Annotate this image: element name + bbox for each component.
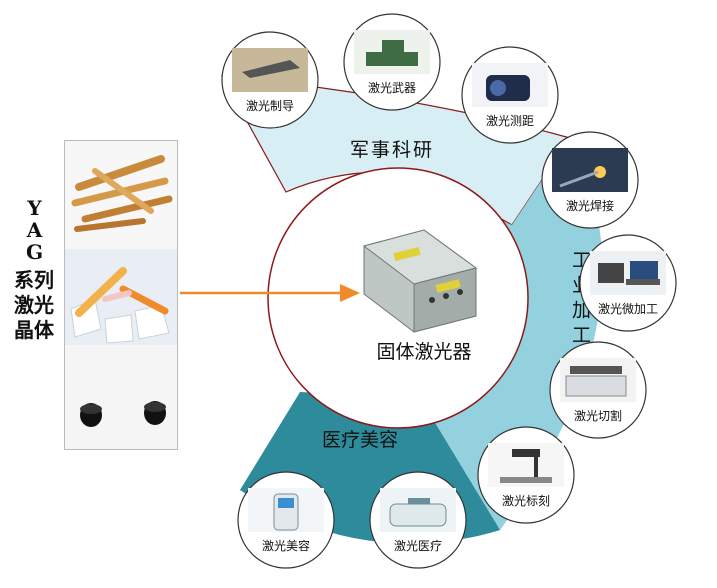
center-label: 固体激光器 [376,341,471,363]
beauty-laser-icon [237,471,335,569]
application-label: 激光美容 [262,538,310,553]
laser-tank-icon [343,13,441,111]
micromachining-station-icon [579,234,677,332]
laser-cutter-icon [549,341,647,439]
application-label: 激光切割 [574,408,622,423]
title-cjk-part: 系列激光晶体 [14,268,54,342]
welding-robot-icon [541,131,639,229]
flow-arrow [180,284,360,302]
laser-marker-icon [477,426,575,524]
application-label: 激光制导 [246,99,294,113]
application-label: 激光测距 [486,114,534,128]
title-latin-part: YAG [22,196,47,262]
rangefinder-icon [461,46,559,144]
application-label: 激光武器 [368,81,416,95]
sector-label-military: 军事科研 [350,139,434,161]
application-label: 激光医疗 [394,539,442,553]
yag-crystals-photo [65,249,177,345]
crystal-photo-panel [64,140,178,450]
application-label: 激光焊接 [566,198,614,213]
crystal-series-title: YAG 系列激光晶体 [14,196,54,343]
yag-rods-photo [65,141,177,249]
medical-laser-icon [369,471,467,569]
solid-state-laser-icon [362,229,478,333]
crystal-discs-photo [65,345,177,449]
application-label: 激光微加工 [598,302,658,316]
application-label: 激光标刻 [502,494,550,508]
fighter-jet-icon [221,31,319,129]
sector-label-medical: 医疗美容 [322,429,398,451]
